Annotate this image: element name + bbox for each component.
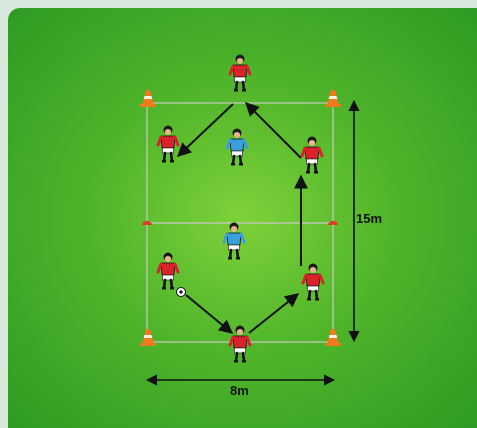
- red-player-upper-right: [302, 137, 322, 174]
- blue-player-upper: [227, 129, 247, 166]
- pitch: 15m 8m: [8, 8, 477, 428]
- arrow-bottom-to-lower-right: [249, 294, 298, 333]
- arrow-top-to-upper-left: [178, 104, 233, 156]
- cone-bottom-right: [325, 329, 341, 346]
- length-label: 15m: [356, 211, 382, 226]
- red-player-bottom: [230, 326, 250, 363]
- movement-arrows: [178, 103, 301, 333]
- arrow-lower-left-to-bottom: [186, 295, 232, 333]
- cone-top-left: [140, 90, 156, 107]
- red-player-upper-left: [158, 126, 178, 163]
- marker-left: [142, 221, 152, 225]
- arrow-upper-right-to-top: [246, 103, 301, 158]
- width-label: 8m: [230, 383, 249, 398]
- blue-player-lower: [224, 223, 244, 260]
- cone-bottom-left: [140, 329, 156, 346]
- red-player-lower-left: [158, 253, 178, 290]
- drill-diagram: 15m 8m: [8, 8, 477, 428]
- cone-top-right: [325, 90, 341, 107]
- red-player-top: [230, 55, 250, 92]
- marker-right: [328, 221, 338, 225]
- football-icon: [177, 288, 186, 297]
- red-player-lower-right: [303, 264, 323, 301]
